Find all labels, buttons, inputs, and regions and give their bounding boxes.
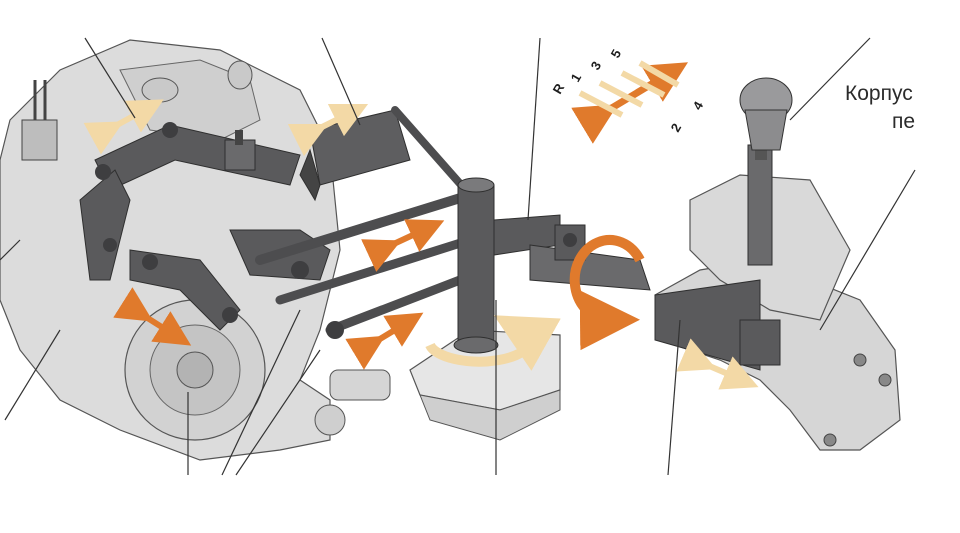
gear-label-2: 2 — [668, 121, 685, 135]
gear-label-r: R — [550, 80, 568, 96]
shift-pattern: R 1 3 5 2 4 — [550, 47, 707, 144]
motion-arrows — [83, 99, 759, 390]
callout-label-line1: Корпус — [845, 82, 913, 105]
callout-lines — [0, 37, 916, 476]
shift-shaft-assembly — [409, 177, 651, 441]
callout-label-line2: пе — [892, 110, 915, 133]
shift-lever-housing — [654, 77, 901, 451]
gear-label-3: 3 — [588, 59, 605, 73]
gear-label-1: 1 — [568, 71, 585, 85]
gear-label-5: 5 — [608, 47, 625, 61]
gearbox-housing — [0, 39, 391, 461]
gear-label-4: 4 — [690, 98, 707, 112]
